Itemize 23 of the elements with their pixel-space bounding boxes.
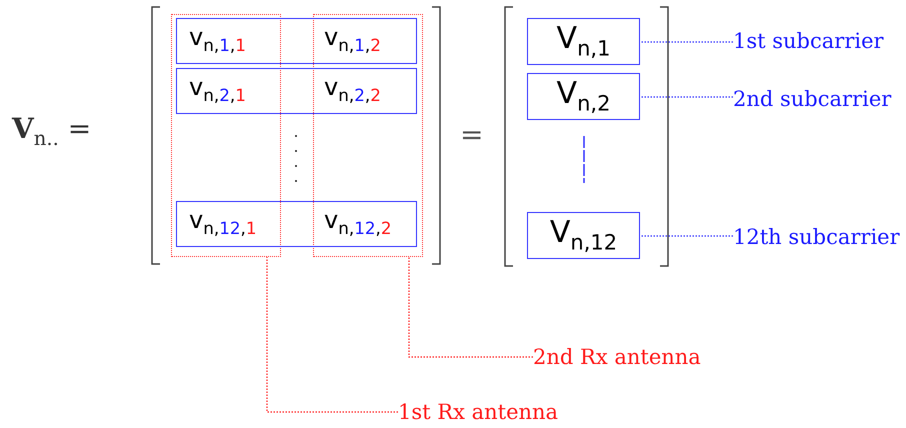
column-frame	[313, 14, 423, 257]
leader-line	[640, 41, 733, 43]
leader-line	[408, 257, 533, 358]
subcarrier-label: 12th subcarrier	[733, 224, 903, 250]
subcarrier-label: 2nd subcarrier	[733, 86, 903, 112]
leader-line	[266, 257, 398, 413]
vector-entry: V$_{n,2}$	[556, 78, 610, 114]
equals-sign: =	[460, 118, 484, 151]
leader-line	[640, 96, 733, 98]
row-box	[176, 68, 417, 114]
antenna-label: 1st Rx antenna	[398, 399, 588, 425]
vector-box	[527, 18, 640, 65]
row-box	[176, 201, 417, 247]
vector-entry: V$_{n,12}$	[550, 218, 618, 254]
leader-line	[640, 235, 733, 237]
vector-box	[527, 212, 640, 259]
vector-entry: V$_{n,1}$	[556, 24, 610, 60]
antenna-label: 2nd Rx antenna	[533, 344, 723, 370]
matrix-name: V$_{n..}$ =	[12, 112, 92, 150]
column-frame	[171, 14, 281, 257]
subcarrier-label: 1st subcarrier	[733, 28, 903, 54]
vector-box	[527, 73, 640, 120]
row-box	[176, 18, 417, 64]
